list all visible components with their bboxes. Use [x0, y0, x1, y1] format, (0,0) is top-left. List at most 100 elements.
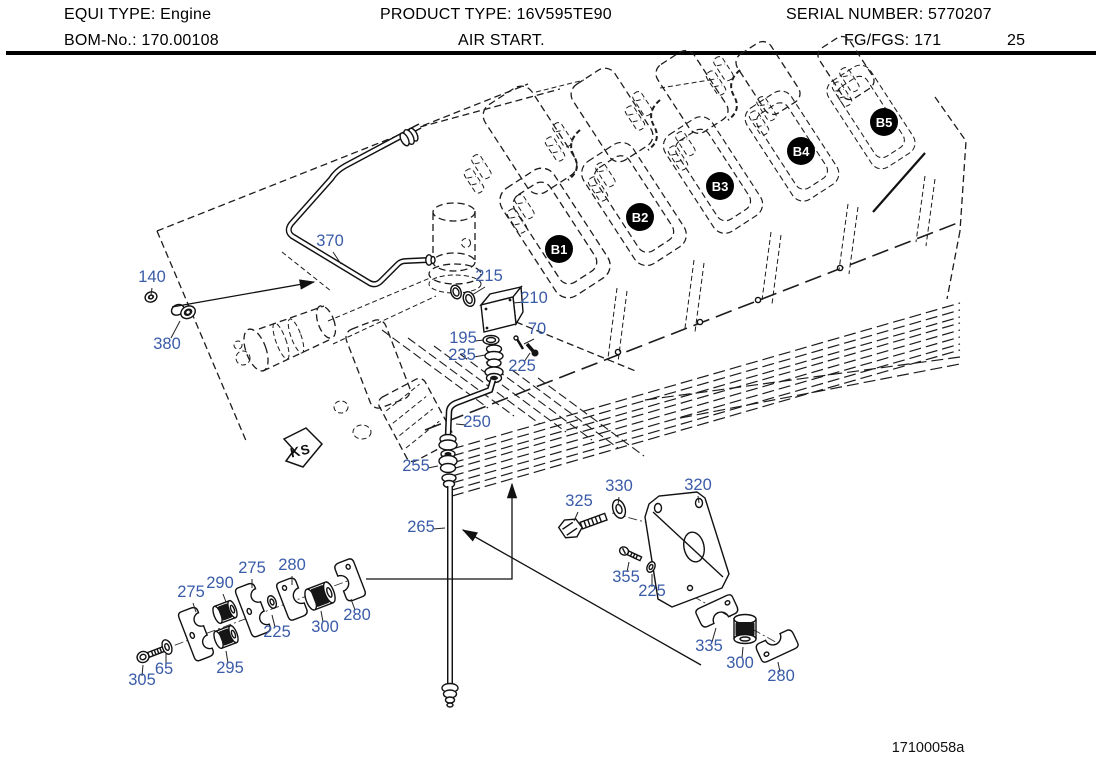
air-pipe-370: [285, 123, 436, 288]
ks-label: KS: [289, 441, 313, 460]
part-leader-line: [523, 338, 535, 345]
washer-225-left: [266, 595, 278, 609]
bank-marker-circle: [706, 172, 734, 200]
part-label-140: 140: [138, 268, 166, 286]
part-number-labels: 3701403802152107019523522525025526532533…: [128, 232, 795, 689]
part-leader-line: [617, 496, 620, 506]
fitting-255: [438, 449, 458, 474]
serial-number: SERIAL NUMBER: 5770207: [786, 5, 992, 25]
bolt-225-center: [525, 342, 539, 357]
part-label-280: 280: [278, 556, 306, 574]
fg-fgs: FG/FGS: 171: [844, 31, 941, 51]
fg-fgs-value: 171: [914, 32, 942, 49]
part-leader-line: [150, 287, 153, 296]
part-leader-line: [473, 354, 486, 358]
product-type: PRODUCT TYPE: 16V595TE90: [380, 5, 612, 25]
part-leader-line: [192, 602, 197, 613]
part-leader-line: [523, 352, 531, 363]
part-label-70: 70: [528, 320, 546, 338]
part-label-325: 325: [565, 492, 593, 510]
part-leader-line: [697, 495, 700, 504]
bank-marker-label: B3: [712, 179, 729, 194]
fitting-380-union: [170, 303, 196, 320]
clamp-275-a: [176, 605, 216, 663]
engine-crankcase-rail: [424, 221, 961, 497]
washer-65: [161, 639, 173, 655]
part-leader-line: [741, 646, 744, 659]
engine-air-distributor-pipes: [381, 175, 936, 457]
bushing-300-right: [733, 613, 757, 645]
part-leader-line: [320, 610, 324, 623]
part-label-275: 275: [238, 559, 266, 577]
part-label-265: 265: [407, 518, 435, 536]
part-label-370: 370: [316, 232, 344, 250]
part-label-355: 355: [612, 568, 640, 586]
serial-number-label: SERIAL NUMBER:: [786, 6, 924, 23]
bank-marker-circle: [870, 108, 898, 136]
part-leader-line: [170, 320, 181, 339]
part-label-210: 210: [520, 289, 548, 307]
clamp-280-b: [332, 557, 368, 603]
part-leader-line: [711, 627, 717, 643]
product-type-label: PRODUCT TYPE:: [380, 6, 512, 23]
bolt-325: [557, 512, 608, 539]
part-leader-line: [777, 661, 781, 673]
bushing-295: [211, 623, 241, 651]
serial-number-value: 5770207: [928, 6, 992, 23]
part-label-275: 275: [177, 583, 205, 601]
header-divider: [6, 51, 1096, 55]
part-label-195: 195: [449, 329, 477, 347]
air-pipe-265: [441, 473, 459, 708]
bank-marker-label: B5: [876, 115, 893, 130]
part-label-280: 280: [767, 667, 795, 685]
fitting-140-nut: [144, 291, 158, 303]
bank-marker-label: B2: [632, 210, 649, 225]
clamp-335: [693, 592, 741, 630]
part-leader-line: [225, 650, 229, 664]
part-label-295: 295: [216, 659, 244, 677]
bolt-355: [618, 546, 643, 562]
part-leader-line: [455, 423, 467, 426]
part-label-280: 280: [343, 606, 371, 624]
bolt-305: [136, 645, 166, 664]
bushing-300-left: [301, 579, 339, 613]
part-leader-line: [573, 511, 579, 522]
part-label-235: 235: [448, 346, 476, 364]
part-label-300: 300: [726, 654, 754, 672]
bank-marker-circle: [545, 235, 573, 263]
figure-number: 17100058a: [892, 740, 966, 756]
bank-marker-circle: [787, 137, 815, 165]
product-type-value: 16V595TE90: [516, 6, 612, 23]
part-label-330: 330: [605, 477, 633, 495]
fg-fgs-label: FG/FGS:: [844, 32, 910, 49]
starter-motor-phantom: [233, 277, 437, 372]
product-name: AIR START.: [458, 32, 545, 49]
sheet-number: 25: [1007, 32, 1026, 49]
bom-no: BOM-No.: 170.00108: [64, 31, 219, 51]
part-label-215: 215: [475, 267, 503, 285]
bank-marker-label: B1: [551, 242, 568, 257]
engine-cylinder-banks: [457, 35, 921, 305]
equi-type-label: EQUI TYPE:: [64, 6, 156, 23]
part-label-335: 335: [695, 637, 723, 655]
equi-type: EQUI TYPE: Engine: [64, 5, 211, 25]
part-leader-line: [474, 339, 485, 342]
part-label-320: 320: [684, 476, 712, 494]
pin-70: [513, 335, 525, 350]
part-label-250: 250: [463, 413, 491, 431]
bom-no-value: 170.00108: [141, 32, 219, 49]
o-rings-215: [450, 284, 476, 307]
part-leader-line: [512, 301, 525, 304]
bracket-320: [644, 491, 730, 608]
part-label-380: 380: [153, 335, 181, 353]
part-label-255: 255: [402, 457, 430, 475]
bank-marker-circle: [626, 203, 654, 231]
engine-phantom-outline: [156, 79, 967, 444]
reference-arrows: [171, 279, 702, 666]
part-leader-line: [271, 614, 276, 628]
part-leader-line: [141, 664, 144, 677]
bushing-290: [210, 598, 240, 626]
part-leader-line: [471, 286, 486, 296]
